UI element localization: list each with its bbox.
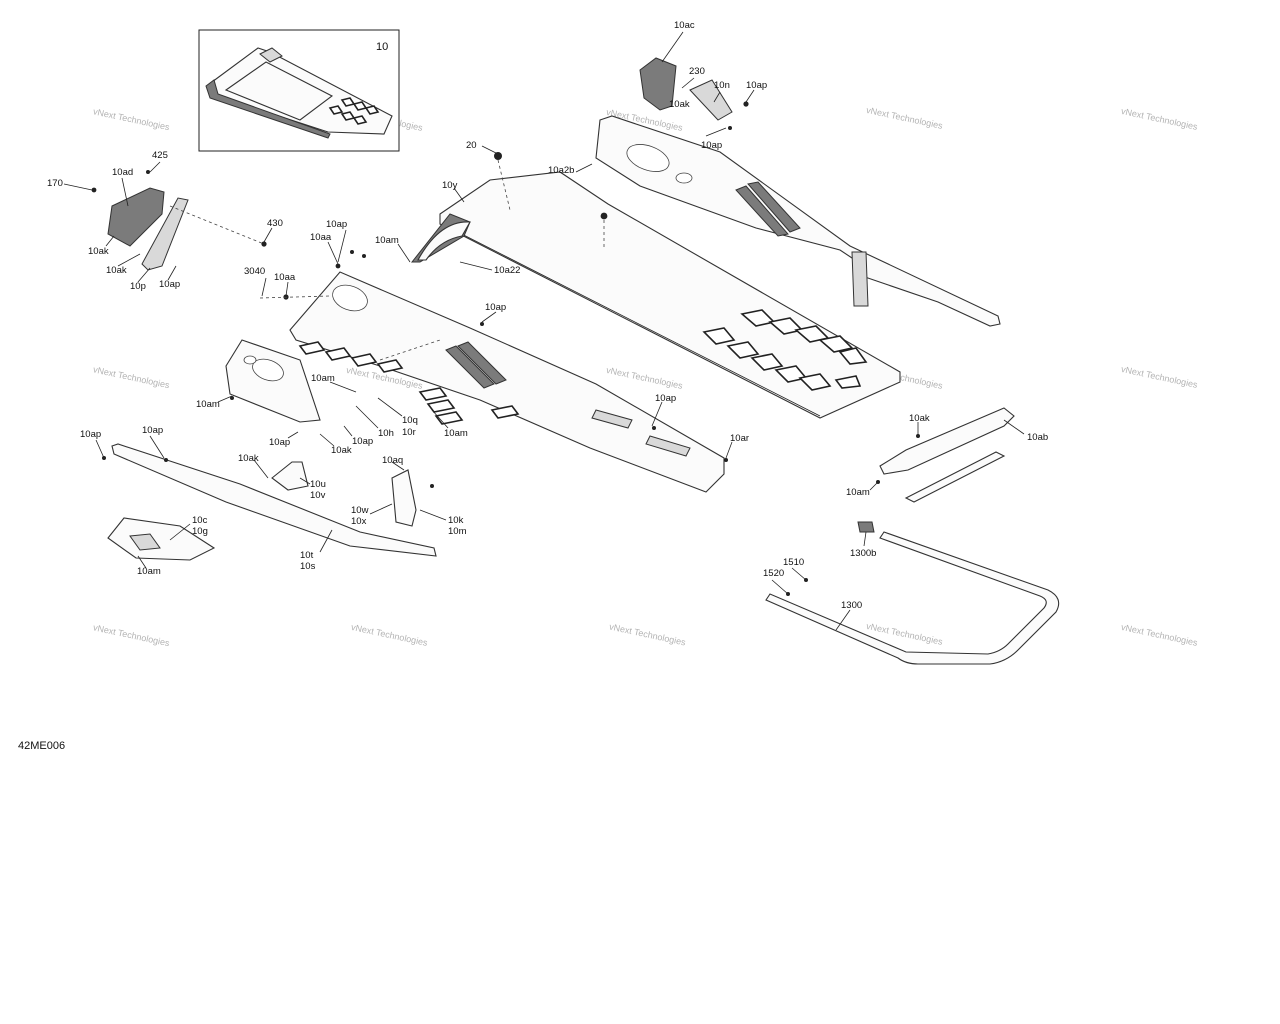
- right-panel-vent: [735, 185, 789, 237]
- callout-425: 425: [152, 150, 168, 161]
- watermark: vNext Technologies: [1120, 106, 1199, 132]
- callout-10ap: 10ap: [142, 425, 163, 436]
- callout-10ap: 10ap: [655, 393, 676, 404]
- watermark: vNext Technologies: [605, 365, 684, 391]
- callout-10ad: 10ad: [112, 167, 133, 178]
- callout-10n: 10n: [714, 80, 730, 91]
- callout-10ar: 10ar: [730, 433, 749, 444]
- callout-430: 430: [267, 218, 283, 229]
- callout-10a2b: 10a2b: [548, 165, 574, 176]
- callout-10ap: 10ap: [269, 437, 290, 448]
- callout-10aq: 10aq: [382, 455, 403, 466]
- inset-label: 10: [376, 41, 388, 53]
- callout-10q: 10q: [402, 415, 418, 426]
- callout-10p: 10p: [130, 281, 146, 292]
- bracket-10ab: [879, 407, 1015, 475]
- callout-10ac: 10ac: [674, 20, 695, 31]
- watermark: vNext Technologies: [92, 622, 171, 648]
- callout-20: 20: [466, 140, 477, 151]
- leader-lines: [63, 31, 1025, 631]
- callout-170: 170: [47, 178, 63, 189]
- callout-10c: 10c: [192, 515, 208, 526]
- callout-1300: 1300: [841, 600, 862, 611]
- callout-10r: 10r: [402, 427, 416, 438]
- callout-3040: 3040: [244, 266, 265, 277]
- callout-1300b: 1300b: [850, 548, 876, 559]
- watermark: vNext Technologies: [92, 364, 171, 390]
- callout-10v: 10v: [310, 490, 326, 501]
- bracket-10p: [141, 197, 189, 271]
- reference-code: 42ME006: [18, 740, 65, 752]
- callout-10ak: 10ak: [106, 265, 127, 276]
- watermark: vNext Technologies: [350, 622, 429, 648]
- watermark: vNext Technologies: [865, 105, 944, 131]
- watermark: vNext Technologies: [1120, 622, 1199, 648]
- callout-10m: 10m: [448, 526, 467, 537]
- tunnel-top-deck: [439, 171, 901, 419]
- callout-10ak: 10ak: [331, 445, 352, 456]
- callout-10aa: 10aa: [310, 232, 332, 243]
- watermark: vNext Technologies: [1120, 364, 1199, 390]
- rear-bumper-1300: [765, 521, 1060, 665]
- bracket-10u: [271, 461, 309, 491]
- callout-10ab: 10ab: [1027, 432, 1048, 443]
- callout-10y: 10y: [442, 180, 458, 191]
- callout-1510: 1510: [783, 557, 804, 568]
- deck-slots: [702, 309, 868, 391]
- panel-10ad: [107, 187, 165, 247]
- callout-10ak: 10ak: [88, 246, 109, 257]
- callout-10u: 10u: [310, 479, 326, 490]
- watermark: vNext Technologies: [608, 622, 687, 648]
- callout-labels: 10ac 230 10n 10ap 10ak 10ap 20 10a2b 10y…: [47, 20, 1048, 611]
- callout-10ak: 10ak: [909, 413, 930, 424]
- running-board-10t: [111, 443, 437, 557]
- callout-10aa: 10aa: [274, 272, 296, 283]
- callout-10am: 10am: [846, 487, 870, 498]
- callout-10am: 10am: [196, 399, 220, 410]
- left-panel-vent: [445, 345, 495, 389]
- panel-10ac: [639, 57, 677, 111]
- right-side-panel: [595, 115, 1001, 327]
- callout-10ap: 10ap: [485, 302, 506, 313]
- callout-10ap: 10ap: [80, 429, 101, 440]
- callout-10g: 10g: [192, 526, 208, 537]
- callout-10ak: 10ak: [669, 99, 690, 110]
- callout-10ap: 10ap: [352, 436, 373, 447]
- callout-10am: 10am: [444, 428, 468, 439]
- bracket-10c: [107, 517, 216, 561]
- callout-10am: 10am: [137, 566, 161, 577]
- callout-10ap: 10ap: [701, 140, 722, 151]
- callout-10ap: 10ap: [746, 80, 767, 91]
- bracket-10n: [689, 79, 733, 121]
- callout-10am: 10am: [375, 235, 399, 246]
- bracket-10k: [391, 469, 417, 527]
- watermark: vNext Technologies: [92, 106, 171, 132]
- callout-10t: 10t: [300, 550, 314, 561]
- callout-10w: 10w: [351, 505, 369, 516]
- callout-10k: 10k: [448, 515, 464, 526]
- callout-10a22: 10a22: [494, 265, 520, 276]
- callout-10ap: 10ap: [159, 279, 180, 290]
- inset-assembly-10: 10: [198, 29, 400, 152]
- callout-10ak: 10ak: [238, 453, 259, 464]
- callout-230: 230: [689, 66, 705, 77]
- inset-tunnel-illustration: [205, 47, 393, 139]
- right-bracket: [851, 251, 869, 307]
- tunnel-assembly: [91, 57, 1060, 665]
- clip-1300b: [857, 521, 875, 533]
- callout-10s: 10s: [300, 561, 316, 572]
- callout-10x: 10x: [351, 516, 367, 527]
- callout-10ap: 10ap: [326, 219, 347, 230]
- callout-1520: 1520: [763, 568, 784, 579]
- callout-10h: 10h: [378, 428, 394, 439]
- assembly-lines: [169, 159, 605, 361]
- callout-10am: 10am: [311, 373, 335, 384]
